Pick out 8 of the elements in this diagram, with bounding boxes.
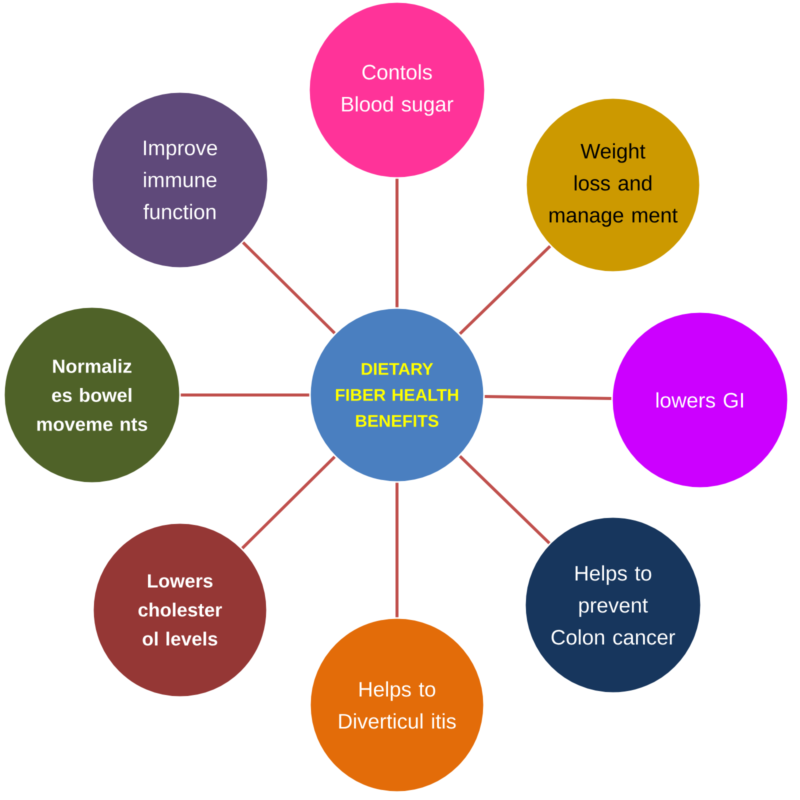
connector-line (396, 482, 398, 618)
connector-line (458, 245, 552, 335)
connector-line (396, 178, 398, 308)
connector-line (180, 394, 310, 396)
connector-line (241, 456, 336, 550)
connector-line (484, 394, 612, 400)
connector-line (458, 455, 550, 544)
connector-line (242, 241, 336, 334)
